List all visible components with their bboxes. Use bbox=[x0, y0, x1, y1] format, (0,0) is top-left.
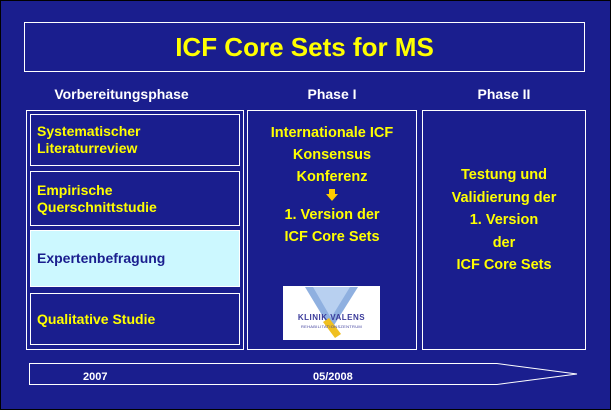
phase-1-content: Internationale ICF Konsensus Konferenz 1… bbox=[248, 122, 416, 248]
phase-1-line-3: Konferenz bbox=[296, 169, 368, 185]
phase-2-line-3: 1. Version bbox=[469, 212, 539, 228]
phase-2-line-5: ICF Core Sets bbox=[456, 257, 552, 273]
phase-2-line-2: Validierung der bbox=[451, 189, 557, 206]
phase-2-line-1: Testung und bbox=[461, 167, 547, 183]
phase-2-line-4: der bbox=[492, 234, 516, 251]
phase-1-line-2: Konsensus bbox=[292, 147, 372, 163]
prep-item-querschnittstudie: Empirische Querschnittstudie bbox=[30, 171, 240, 226]
timeline-arrow bbox=[29, 363, 578, 385]
phase-2-box: Testung und Validierung der 1. Version d… bbox=[422, 110, 586, 350]
logo-name: KLINIK VALENS bbox=[297, 313, 366, 322]
phase-1-line-4: 1. Version der bbox=[284, 207, 380, 223]
timeline-label-05-2008: 05/2008 bbox=[313, 371, 353, 383]
klinik-valens-logo: KLINIK VALENS REHABILITATIONSZENTRUM bbox=[283, 286, 380, 340]
prep-item-qualitative-studie: Qualitative Studie bbox=[30, 293, 240, 345]
down-arrow-icon bbox=[326, 189, 338, 201]
phase-1-line-1: Internationale ICF bbox=[270, 125, 394, 141]
header-vorbereitungsphase: Vorbereitungsphase bbox=[54, 86, 189, 102]
phase-2-content: Testung und Validierung der 1. Version d… bbox=[423, 164, 585, 277]
prep-item-literaturreview: Systematischer Literaturreview bbox=[30, 114, 240, 166]
header-phase-1: Phase I bbox=[307, 86, 357, 102]
header-phase-2: Phase II bbox=[477, 86, 531, 102]
prep-column-box bbox=[26, 110, 244, 350]
logo-mark-icon bbox=[305, 287, 358, 338]
phase-1-line-5: ICF Core Sets bbox=[284, 229, 380, 245]
phase-1-box: Internationale ICF Konsensus Konferenz 1… bbox=[247, 110, 417, 350]
slide-title: ICF Core Sets for MS bbox=[24, 22, 585, 72]
prep-item-expertenbefragung: Expertenbefragung bbox=[30, 230, 240, 287]
logo-subtitle: REHABILITATIONSZENTRUM bbox=[300, 324, 363, 329]
timeline-label-2007: 2007 bbox=[83, 371, 108, 383]
